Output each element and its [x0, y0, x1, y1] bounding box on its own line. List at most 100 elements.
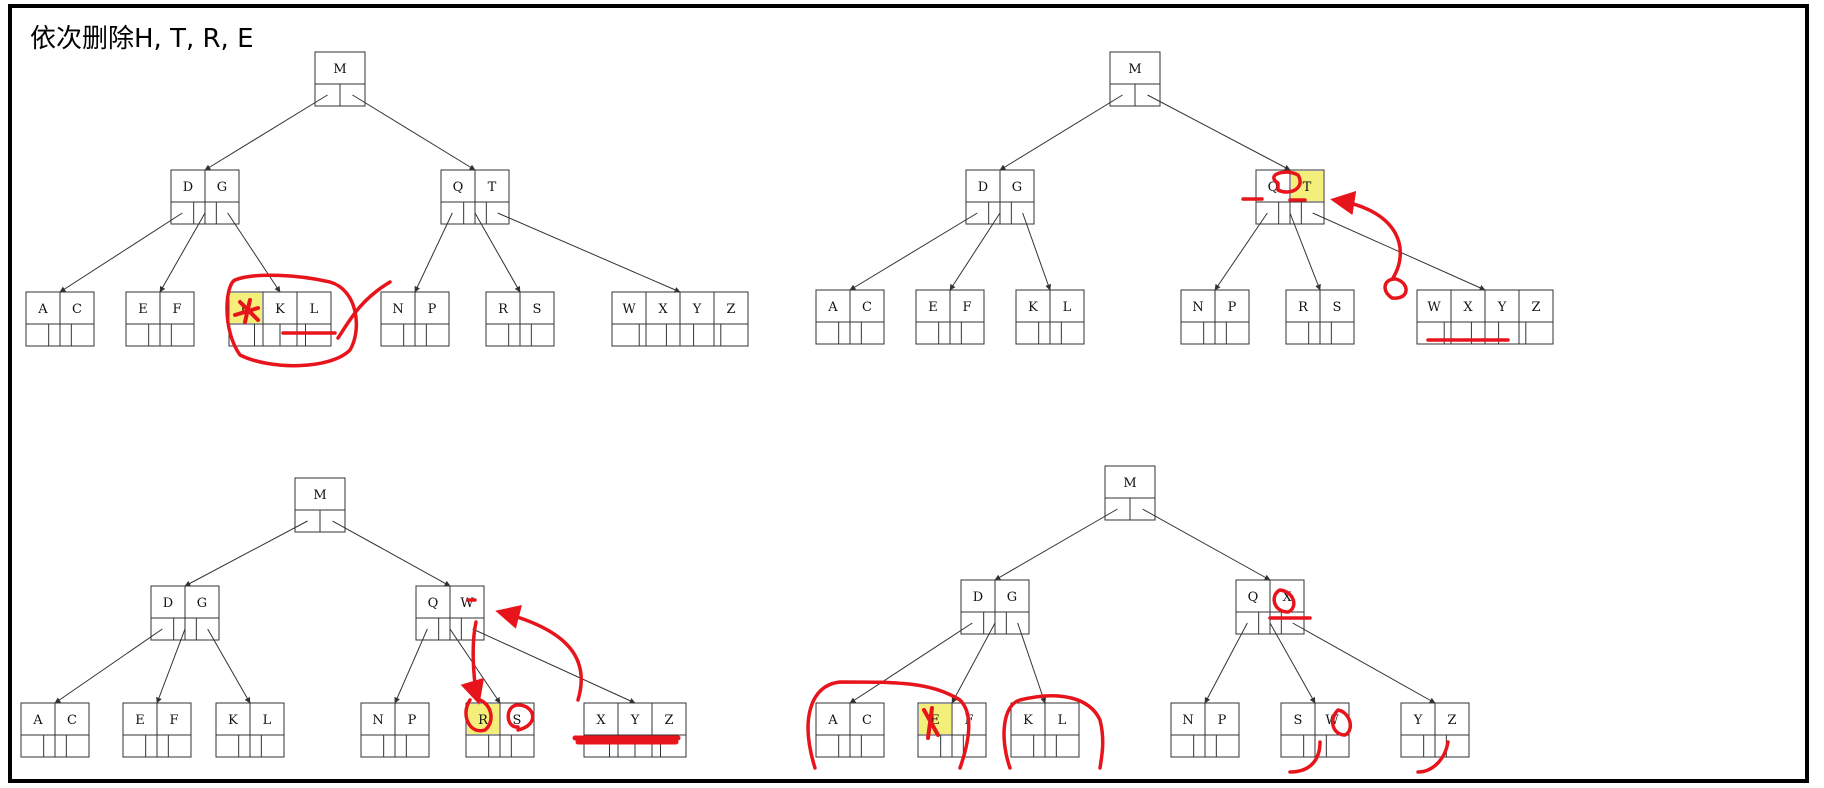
node-key: P [1218, 713, 1227, 728]
node-key: G [1012, 180, 1022, 195]
node-key: A [827, 300, 838, 315]
annotation-circle-hkl [225, 273, 359, 368]
node-key: Q [1268, 180, 1279, 195]
annotation-circle-w2 [1330, 708, 1353, 737]
tree-edge [994, 508, 1118, 581]
annotation-circle-kl [1002, 694, 1105, 770]
tree-edge [1204, 622, 1248, 704]
annotation-circle-w [1383, 277, 1408, 300]
root-node: M [1104, 465, 1156, 521]
node-key: M [1123, 476, 1136, 491]
node-key: P [1228, 300, 1237, 315]
node-key: S [513, 713, 522, 728]
root-node: M [314, 51, 366, 107]
tree-edge [1017, 622, 1047, 704]
node-key: M [313, 488, 326, 503]
tree-edge [184, 520, 308, 587]
node-key: C [862, 713, 872, 728]
tree-edge [159, 212, 206, 293]
node-key: Q [428, 596, 439, 611]
tree-edge [227, 212, 281, 293]
tree-edge [1022, 212, 1052, 291]
annotation-hook-2 [1416, 740, 1450, 774]
node-key: N [1182, 713, 1193, 728]
annotation-circle-s [506, 703, 535, 732]
node-key: T [1303, 180, 1312, 195]
node-key: P [428, 302, 437, 317]
node-key: C [67, 713, 77, 728]
node-key: F [169, 713, 178, 728]
annotation-delete-h [233, 298, 260, 324]
tree-edge [1147, 94, 1291, 171]
annotation-circle-r [464, 698, 493, 733]
node-key: E [930, 713, 940, 728]
node-key: G [217, 180, 227, 195]
annotation-bracket-acef [806, 680, 971, 770]
tree-edge [332, 520, 451, 587]
node-key: Q [1248, 590, 1259, 605]
tree-edge [949, 212, 1001, 291]
node-key: Z [1447, 713, 1456, 728]
node-key: X [596, 713, 606, 728]
node-key: E [928, 300, 938, 315]
node-key: N [392, 302, 403, 317]
node-key: N [1192, 300, 1203, 315]
node-key: A [32, 713, 43, 728]
node-key: X [1282, 590, 1292, 605]
root-node: M [294, 477, 346, 533]
diagram-frame [8, 4, 1809, 783]
node-key: T [488, 180, 497, 195]
node-key: D [163, 596, 173, 611]
tree-edge [1269, 622, 1316, 704]
tree-edge [849, 622, 973, 704]
tree-edge [999, 94, 1123, 171]
node-key: Z [1531, 300, 1540, 315]
node-key: K [228, 713, 238, 728]
annotation-arrow-w-up [1330, 190, 1402, 280]
node-key: R [478, 713, 489, 728]
node-key: D [183, 180, 193, 195]
node-key: P [408, 713, 417, 728]
node-key: Q [453, 180, 464, 195]
node-key: C [862, 300, 872, 315]
node-key: L [263, 713, 272, 728]
root-node: M [1109, 51, 1161, 107]
tree-edge [394, 628, 428, 704]
node-key: Z [664, 713, 673, 728]
tree-edge [1214, 212, 1268, 291]
node-key: M [333, 62, 346, 77]
tree-edge [497, 212, 681, 293]
node-key: S [1333, 300, 1342, 315]
diagram-title: 依次删除H, T, R, E [30, 24, 254, 54]
annotation-hook-1 [1288, 740, 1322, 774]
annotation-arrow-down [460, 620, 485, 705]
tree-edge [414, 212, 453, 293]
annotation-delete-e [922, 706, 940, 740]
tree-edge [352, 94, 476, 171]
tree-edge [59, 212, 183, 293]
node-key: Y [1497, 300, 1507, 315]
node-key: D [978, 180, 988, 195]
tree-edge [951, 622, 996, 704]
node-key: W [622, 302, 636, 317]
